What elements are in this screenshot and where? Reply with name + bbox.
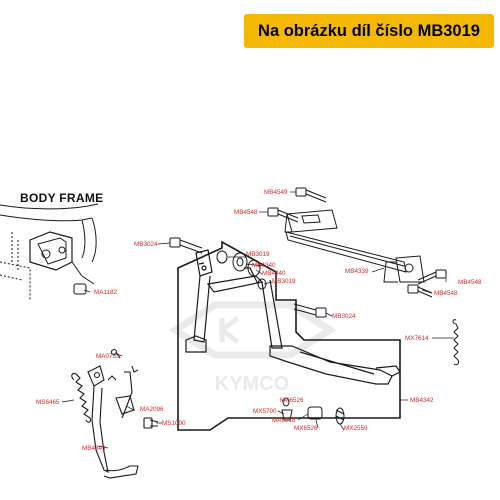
- center-stand-drawing: [185, 249, 401, 385]
- spring-mx7614: [452, 319, 459, 366]
- assembly-outline-box: [177, 240, 401, 431]
- bolt-mb3024-left: [169, 237, 203, 254]
- rubber-stopper: [73, 283, 87, 295]
- bolt-mb4548-top: [267, 207, 299, 223]
- part-label-ms6465: MS6465: [36, 399, 60, 406]
- leader-lines: [61, 191, 454, 449]
- bolt-mb4548-r2: [407, 284, 433, 298]
- part-label-mx6526-b: MX6526: [294, 425, 318, 432]
- watermark-text: KYMCO: [215, 373, 289, 395]
- part-label-ma6918: MA6918: [272, 417, 296, 424]
- part-label-mb3024-left: MB3024: [134, 241, 158, 248]
- part-label-mx5700: MX5700: [253, 408, 277, 415]
- part-label-mb3019-b: MB3019: [272, 278, 296, 285]
- part-label-mb4548-r1: MB4548: [458, 279, 482, 286]
- kymco-watermark: KYMCO: [168, 301, 337, 395]
- part-label-mx2559: MX2559: [344, 425, 368, 432]
- part-label-mb3024-mid: MB3024: [332, 313, 356, 320]
- part-label-mb4340-a: MB4340: [252, 262, 276, 269]
- part-label-mb3019-a: MB3019: [246, 251, 270, 258]
- part-label-ma1182: MA1182: [94, 289, 117, 296]
- part-number-banner: Na obrázku díl číslo MB3019: [244, 14, 494, 48]
- stand-bracket-drawing: [284, 209, 425, 283]
- body-frame-drawing: [0, 203, 99, 300]
- part-label-ma0753: MA0753: [96, 353, 120, 360]
- part-label-mb4548-top: MB4548: [234, 209, 258, 216]
- bolt-mb3024-mid: [293, 303, 327, 318]
- part-label-mb4343: MB4343: [82, 445, 106, 452]
- part-label-ms1090: MS1090: [162, 420, 186, 427]
- bolts-drawing: [169, 187, 447, 318]
- body-frame-label: BODY FRAME: [20, 191, 104, 205]
- part-label-ma2096: MA2096: [140, 406, 164, 413]
- part-label-mx6526-a: MX6526: [280, 397, 304, 404]
- side-stand-drawing: [71, 348, 159, 479]
- part-label-mb4548-r2: MB4548: [434, 290, 458, 297]
- bolt-mb4549: [295, 187, 327, 203]
- part-label-mb4340-b: MB4340: [262, 270, 286, 277]
- part-label-mx7614: MX7614: [405, 335, 429, 342]
- part-label-mb4549: MB4549: [264, 189, 288, 196]
- bolt-mb4548-r1: [417, 269, 447, 285]
- part-label-mb4342: MB4342: [410, 397, 434, 404]
- part-label-mb4339: MB4339: [345, 268, 369, 275]
